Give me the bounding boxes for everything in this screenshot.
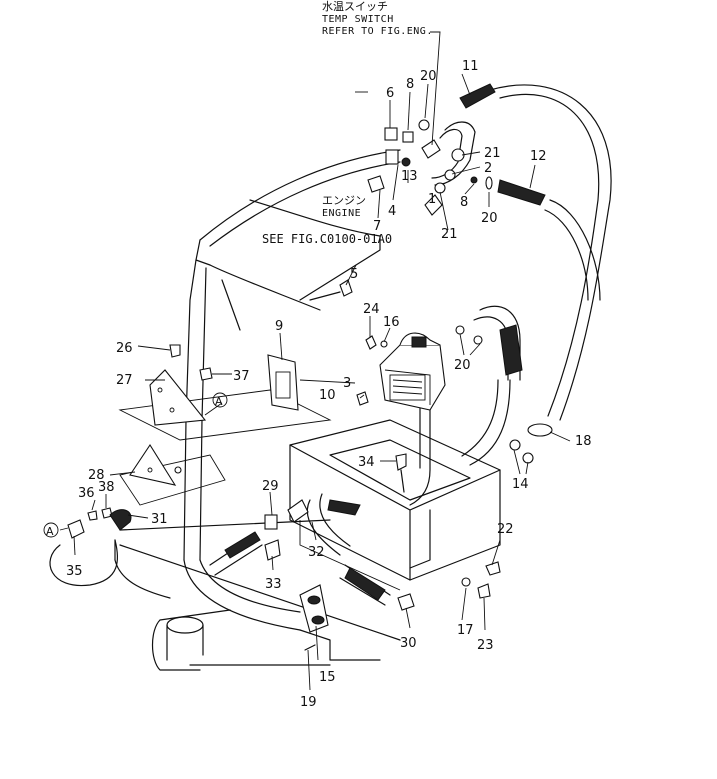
callout-8-mid: 8 [460,195,468,210]
note-refer-fig: REFER TO FIG.ENG. [322,26,433,37]
callout-35: 35 [66,564,83,579]
callout-20-mid: 20 [481,211,498,226]
callout-12: 12 [530,149,547,164]
callout-21-bottom: 21 [441,227,458,242]
heater-hoses [49,84,612,606]
bracket-area [118,389,332,506]
leader-lines [59,31,571,691]
callout-2: 2 [484,161,492,176]
callout-26: 26 [116,341,133,356]
callout-36: 36 [78,486,95,501]
brackets [129,369,207,486]
callout-1: 1 [428,192,436,207]
callout-29: 29 [262,479,279,494]
callout-30: 30 [400,636,417,651]
callout-17: 17 [457,623,474,638]
ref-a-lower: A [46,525,54,538]
ref-a-upper: A [215,395,223,408]
note-temp-switch-en: TEMP SWITCH [322,14,394,25]
callout-14: 14 [512,477,529,492]
callout-3: 3 [343,376,351,391]
callout-11: 11 [462,59,479,74]
callout-38: 38 [98,480,115,495]
callout-27: 27 [116,373,133,388]
callout-4: 4 [388,204,396,219]
panel-9 [267,354,299,411]
callout-37: 37 [233,369,250,384]
small-parts [67,83,553,651]
heater-box [289,419,501,591]
callout-24: 24 [363,302,380,317]
callout-20-right: 20 [454,358,471,373]
callout-32: 32 [308,545,325,560]
note-engine-en: ENGINE [322,208,361,219]
callout-20-top: 20 [420,69,437,84]
callout-13: 13 [401,169,418,184]
callout-21-top: 21 [484,146,501,161]
diagram-notes: 水温スイッチ TEMP SWITCH REFER TO FIG.ENG. エンジ… [262,0,433,246]
callout-34: 34 [358,455,375,470]
note-temp-switch-jp: 水温スイッチ [322,0,388,13]
callout-23: 23 [477,638,494,653]
callout-28: 28 [88,468,105,483]
callout-10: 10 [319,388,336,403]
callout-labels: 11 20 8 6 12 21 2 13 4 7 1 8 20 21 5 24 … [66,59,592,710]
heater-unit [379,332,446,411]
callout-5: 5 [350,267,358,282]
callout-8-top: 8 [406,77,414,92]
note-engine-jp: エンジン [322,194,366,207]
callout-16: 16 [383,315,400,330]
callout-22: 22 [497,522,514,537]
callout-7: 7 [373,219,381,234]
callout-9: 9 [275,319,283,334]
callout-19: 19 [300,695,317,710]
callout-33: 33 [265,577,282,592]
note-see-fig: SEE FIG.C0100-01A0 [262,232,392,246]
reference-markers: A A [43,392,228,538]
callout-6: 6 [386,86,394,101]
vent-duct-19 [299,584,329,633]
callout-18: 18 [575,434,592,449]
callout-31: 31 [151,512,168,527]
callout-15: 15 [319,670,336,685]
